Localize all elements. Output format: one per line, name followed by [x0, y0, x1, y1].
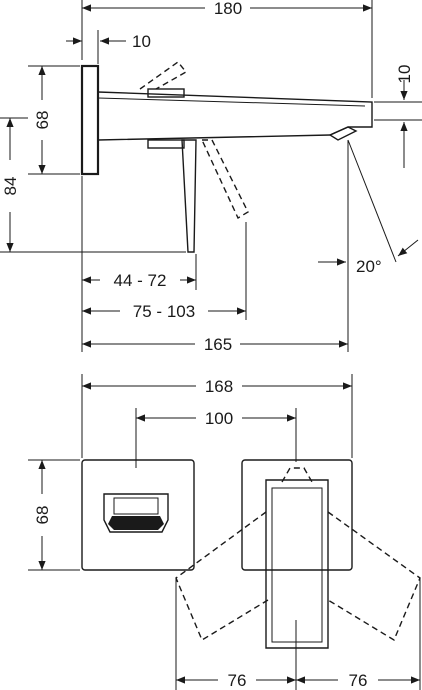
lever-side — [181, 139, 197, 253]
side-view: 180 10 68 84 10 20° — [0, 0, 422, 354]
dim-top-width: 180 — [214, 0, 242, 18]
dim-spout-height: 10 — [395, 65, 414, 84]
spout-plate-front — [81, 459, 195, 571]
dim-plate-height-front: 68 — [33, 506, 52, 525]
dim-lever-swing-right: 76 — [349, 671, 368, 690]
dim-front-width: 168 — [205, 377, 233, 396]
aerator-side — [328, 126, 358, 141]
dim-plate-depth: 10 — [132, 32, 151, 51]
dim-lever-range-b: 75 - 103 — [133, 302, 195, 321]
lever-swing-right — [327, 511, 421, 642]
spout-side — [97, 91, 373, 141]
lever-swing-left — [175, 511, 269, 642]
spout-outlet — [103, 493, 169, 533]
dim-spray-angle: 20° — [356, 257, 382, 276]
lever-swing-upper — [139, 61, 188, 90]
lever-swing-lower — [200, 139, 249, 220]
dim-total-height: 84 — [1, 177, 20, 196]
dim-lever-range-a: 44 - 72 — [114, 271, 167, 290]
dim-center-distance: 100 — [205, 409, 233, 428]
dim-spout-projection: 165 — [204, 335, 232, 354]
aerator-front — [108, 516, 164, 530]
lever-front — [265, 479, 329, 649]
mixer-plate-front — [241, 459, 353, 571]
wall-plate-side — [80, 64, 100, 176]
dim-plate-height-side: 68 — [33, 111, 52, 130]
front-view: 168 100 68 76 — [28, 374, 421, 690]
dim-lever-swing-left: 76 — [228, 671, 247, 690]
